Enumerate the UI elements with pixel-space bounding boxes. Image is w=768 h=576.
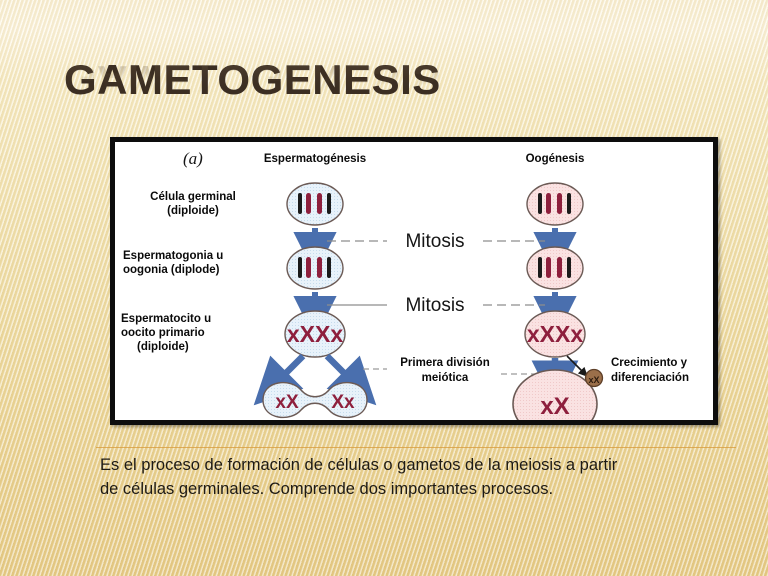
- polar-body-chromosome: xX: [588, 375, 599, 385]
- cell-gonia-egg: [526, 246, 584, 290]
- caption-line-2: de células germinales. Comprende dos imp…: [100, 480, 554, 498]
- gametogenesis-diagram-frame: (a) Espermatogénesis Oogénesis Célula ge…: [110, 137, 718, 425]
- slide-title-block: GAMETOGENESIS GAMETOGENESIS: [64, 56, 704, 130]
- stage-label-gonia: Espermatogonia u oogonia (diplode): [123, 250, 223, 276]
- chromosome-text: xXXx: [527, 321, 583, 347]
- gametogenesis-diagram: (a) Espermatogénesis Oogénesis Célula ge…: [121, 149, 689, 420]
- stage-label-germ-cell: Célula germinal (diploide): [150, 191, 236, 217]
- cell-secondary-oocyte: xX: [512, 369, 598, 420]
- cell-primary-spermatocyte: xXXx: [284, 310, 346, 358]
- chromosome-group: [538, 257, 571, 278]
- arrow-polar-body: [566, 355, 588, 377]
- svg-text:Espermatocito u: Espermatocito u: [121, 313, 211, 325]
- chromosome-text: xXXx: [287, 321, 343, 347]
- column-header-oogenesis: Oogénesis: [526, 153, 585, 165]
- chromosome-text: xX: [540, 393, 569, 420]
- label-mitosis-1: Mitosis: [405, 231, 464, 252]
- chromosome-group: [538, 193, 571, 214]
- column-header-spermatogenesis: Espermatogénesis: [264, 153, 366, 165]
- cell-secondary-spermatocytes: xX Xx: [262, 381, 368, 419]
- chromosome-group: [298, 257, 331, 278]
- arrow-meiosis-right: [324, 353, 377, 406]
- label-growth-line2: diferenciación: [611, 372, 689, 384]
- svg-text:(diploide): (diploide): [137, 341, 189, 353]
- svg-text:Célula germinal: Célula germinal: [150, 191, 236, 203]
- cell-primary-oocyte: xXXx: [524, 310, 586, 358]
- page-title: GAMETOGENESIS: [64, 56, 441, 103]
- svg-text:oocito primario: oocito primario: [121, 327, 205, 339]
- caption-divider: [96, 447, 736, 448]
- arrow-meiosis-left: [253, 353, 306, 406]
- polar-body: xX: [584, 368, 604, 388]
- chromosome-text-right: Xx: [331, 392, 355, 413]
- label-meiosis-line2: meiótica: [422, 372, 469, 384]
- cell-gonia-sperm: [286, 246, 344, 290]
- chromosome-text-left: xX: [275, 392, 299, 413]
- cell-germ-sperm: [286, 182, 344, 226]
- label-growth-line1: Crecimiento y: [611, 357, 688, 369]
- cell-germ-egg: [526, 182, 584, 226]
- label-mitosis-2: Mitosis: [405, 295, 464, 316]
- label-meiosis-line1: Primera división: [400, 357, 489, 369]
- panel-label: (a): [183, 149, 203, 168]
- svg-text:Espermatogonia u: Espermatogonia u: [123, 250, 223, 262]
- stage-label-primary: Espermatocito u oocito primario (diploid…: [121, 313, 211, 353]
- chromosome-group: [298, 193, 331, 214]
- slide-caption: Es el proceso de formación de células o …: [100, 453, 740, 501]
- svg-text:oogonia (diplode): oogonia (diplode): [123, 264, 220, 276]
- svg-text:(diploide): (diploide): [167, 205, 219, 217]
- caption-line-1: Es el proceso de formación de células o …: [100, 456, 618, 474]
